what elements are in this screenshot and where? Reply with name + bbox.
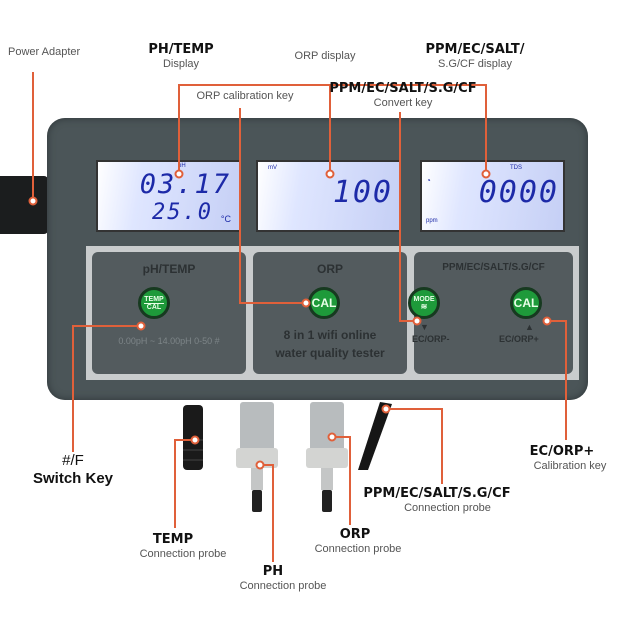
temp-unit: °C: [220, 214, 231, 224]
mode-label: MODE: [413, 295, 435, 303]
switch-key-sub: Switch Key: [32, 470, 114, 487]
temp-button-label: TEMP: [144, 295, 164, 304]
cal-button-label: CAL: [146, 303, 162, 311]
ec-orp-minus-label: EC/ORP-: [412, 334, 450, 344]
ppm-panel: PPM/EC/SALT/S.G/CF MODE≋ ▼ EC/ORP- CAL ▲…: [408, 246, 579, 380]
ph-probe-sub: Connection probe: [239, 580, 327, 592]
orp-display-label: ORP display: [294, 50, 356, 62]
orp-unit: mV: [268, 165, 277, 171]
ph-range: 0.00pH ~ 14.00pH 0-50 #: [118, 336, 220, 346]
ppm-display-sub: S.G/CF display: [438, 58, 512, 70]
orp-panel-title: ORP: [316, 262, 343, 276]
orp-cal-key-label: ORP calibration key: [196, 90, 294, 102]
ec-orp-plus-title: EC/ORP+: [529, 444, 595, 459]
power-adapter-plug: [0, 176, 48, 234]
ec-orp-plus-cal-button[interactable]: CAL: [510, 287, 542, 319]
orp-probe-title: ORP: [339, 527, 371, 542]
temp-cal-button[interactable]: TEMP CAL: [138, 287, 170, 319]
mode-button[interactable]: MODE≋: [408, 287, 440, 319]
up-arrow-icon: ▲: [525, 322, 534, 332]
orp-panel: ORP CAL 8 in 1 wifi online water quality…: [247, 246, 413, 380]
down-arrow-icon: ▼: [420, 322, 429, 332]
power-adapter-label: Power Adapter: [8, 46, 81, 58]
ph-display-sub: Display: [162, 58, 200, 70]
orp-probe: [306, 402, 348, 512]
convert-key-title: PPM/EC/SALT/S.G/CF: [329, 81, 477, 96]
tagline-1: 8 in 1 wifi online: [283, 328, 377, 342]
ph-value: 03.17: [139, 169, 231, 200]
ph-probe: [236, 402, 278, 512]
wifi-icon: ◔: [426, 176, 431, 185]
tds-sub-unit: ppm: [426, 218, 438, 224]
orp-probe-sub: Connection probe: [314, 543, 402, 555]
ph-temp-panel: pH/TEMP TEMP CAL 0.00pH ~ 14.00pH 0-50 #: [86, 246, 252, 380]
tds-value: 0000: [478, 175, 559, 210]
ph-unit: pH: [178, 163, 186, 169]
ppm-display-title: PPM/EC/SALT/: [425, 42, 525, 57]
ec-orp-plus-label: EC/ORP+: [499, 334, 539, 344]
ph-panel-title: pH/TEMP: [142, 262, 196, 276]
temp-probe-title: TEMP: [152, 532, 194, 547]
ph-probe-title: PH: [262, 564, 284, 579]
ph-temp-display: pH 03.17 25.0 °C: [96, 160, 241, 232]
ppm-panel-title: PPM/EC/SALT/S.G/CF: [442, 262, 545, 273]
wifi-icon: ≋: [420, 301, 428, 311]
temp-value: 25.0: [152, 200, 213, 225]
ec-orp-plus-sub: Calibration key: [533, 460, 607, 472]
ppm-probe-sub: Connection probe: [404, 502, 491, 514]
temp-probe-sub: Connection probe: [139, 548, 227, 560]
ppm-probe-title: PPM/EC/SALT/S.G/CF: [363, 486, 511, 501]
convert-key-sub: Convert key: [373, 97, 433, 109]
ppm-probe-cable: [358, 402, 392, 470]
tds-unit: TDS: [510, 165, 522, 171]
tagline-2: water quality tester: [275, 346, 385, 360]
ph-display-title: PH/TEMP: [148, 42, 214, 57]
orp-value: 100: [332, 175, 393, 210]
tds-display: TDS ◔ 0000 ppm: [420, 160, 565, 232]
switch-key-title: #/F: [62, 452, 84, 469]
